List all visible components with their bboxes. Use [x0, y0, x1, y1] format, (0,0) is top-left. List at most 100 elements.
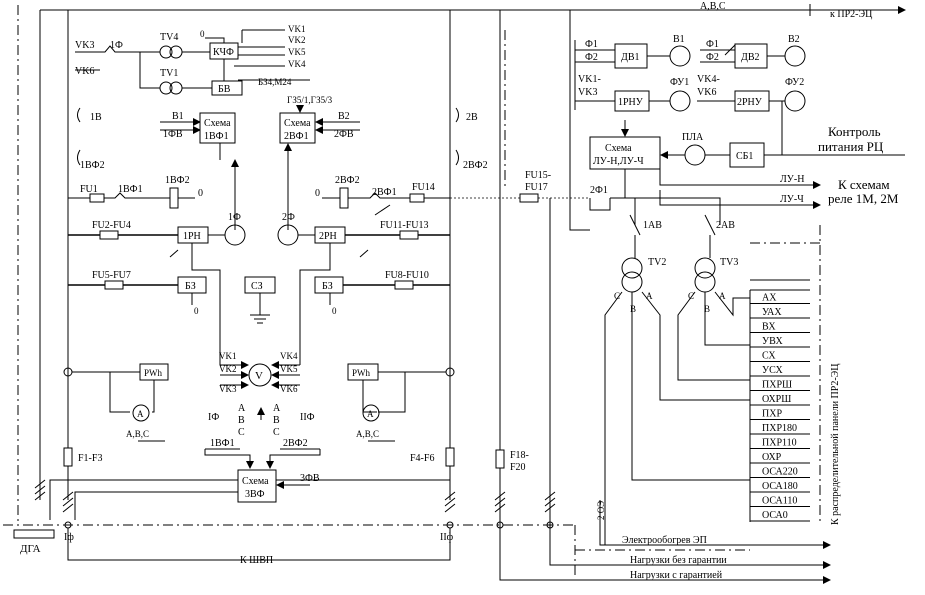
phase1-label: Iф: [64, 532, 74, 543]
b2-label: B: [273, 415, 280, 426]
volt-label: V: [255, 370, 263, 382]
f13-label: F1-F3: [78, 453, 102, 464]
fu8-label: FU8-FU10: [385, 270, 429, 281]
dv1-label: ДВ1: [621, 52, 640, 63]
terminal-label: ВХ: [762, 322, 776, 333]
iif-label: IIФ: [300, 412, 315, 423]
zero-label: 0: [200, 29, 205, 39]
r1vf1-label: 1ВФ1: [118, 184, 143, 195]
scheme-2vf-label: 2ВФ1: [284, 131, 309, 142]
vk4-b: VK4: [280, 351, 298, 361]
tv1-label: TV1: [160, 68, 178, 79]
bus-label: A,B,C: [700, 1, 726, 12]
label-2v: 2В: [466, 112, 478, 123]
v1-label: В1: [172, 111, 184, 122]
b1-r: B: [630, 304, 636, 314]
luch-label: ЛУ-Ч: [780, 194, 804, 205]
one-f-label: 1Ф: [110, 40, 123, 51]
vk5-top: VK5: [288, 47, 306, 57]
bv-box: [211, 80, 243, 96]
c2-label: C: [273, 427, 280, 438]
vk3-r-label: VK3: [578, 87, 597, 98]
kchf-label: КЧФ: [213, 47, 234, 58]
ph1-label: 1Ф: [228, 212, 241, 223]
dv2-box: [734, 43, 768, 69]
label-1v: 1В: [90, 112, 102, 123]
c1-label: C: [238, 427, 245, 438]
dga-box: [13, 529, 55, 539]
f46-label: F4-F6: [410, 453, 434, 464]
z2-label: 0: [315, 188, 320, 199]
dv2-label: ДВ2: [741, 52, 760, 63]
v2-label: В2: [338, 111, 350, 122]
v1fv-label: 1ФВ: [163, 129, 183, 140]
scheme-3vf-box: [237, 469, 277, 503]
bz2-label: БЗ: [322, 281, 333, 292]
terminal-label: ОСА110: [762, 496, 797, 507]
terminal-label: ОХР: [762, 452, 782, 463]
bottom-section: ДГА Iф IIф К ШВП: [13, 521, 454, 566]
r2vf1-label: 2ВФ1: [372, 187, 397, 198]
scheme-3vf-label: 3ВФ: [245, 489, 265, 500]
a2-r: A: [719, 291, 726, 301]
fu2-label: FU2-FU4: [92, 220, 131, 231]
nagr-bez-label: Нагрузки без гарантии: [630, 555, 727, 566]
fv2-label: 2ФВ: [334, 129, 354, 140]
terminals: АХУАХВХУВХСХУСХПХРШОХРШПХРПХР180ПХР110ОХ…: [750, 293, 810, 522]
tv2-label: TV2: [648, 257, 666, 268]
vk1-vk3-label: VK1-: [578, 74, 601, 85]
pwh2-label: PWh: [352, 368, 371, 378]
scheme-lu-title: Схема: [605, 143, 632, 154]
terminal-label: УСХ: [762, 365, 783, 376]
terminal-label: ПХР180: [762, 423, 797, 434]
vk6-r-label: VK6: [697, 87, 716, 98]
vk4-vk6-label: VK4-: [697, 74, 720, 85]
fuses-bottom: F1-F3 F4-F6: [34, 447, 456, 513]
vk2-b: VK2: [219, 364, 237, 374]
dv-blocks: Ф1 Ф2 ДВ1 В1 Ф1 Ф2 ДВ2 В2 VK1- VK3 1РНУ …: [574, 34, 806, 112]
a1-r: A: [646, 291, 653, 301]
fu11-label: FU11-FU13: [380, 220, 429, 231]
label-1vf2: 1ВФ2: [80, 160, 105, 171]
scheme-1vf-label: 1ВФ1: [204, 131, 229, 142]
a1-label: A: [238, 403, 246, 414]
scheme-2vf-title: Схема: [284, 118, 311, 129]
vk3-b: VK3: [219, 384, 237, 394]
abc2-label: A,B,C: [356, 429, 379, 439]
fu17-label: FU17: [525, 182, 548, 193]
sz-label: СЗ: [251, 281, 263, 292]
terminal-label: УВХ: [762, 336, 784, 347]
voltmeter-block: V VK1 VK2 VK3 VK4 VK5 VK6: [219, 351, 300, 394]
scheme-1vf-title: Схема: [204, 118, 231, 129]
z1-label: 0: [198, 188, 203, 199]
abc1-label: A,B,C: [126, 429, 149, 439]
k-skh-label: К схемам: [838, 177, 890, 192]
bz-m-label: БЗ4,М24: [258, 77, 292, 87]
scheme-lu-label: ЛУ-Н,ЛУ-Ч: [593, 156, 644, 167]
vk3-label: VK3: [75, 40, 94, 51]
terminal-label: ОСА220: [762, 467, 798, 478]
row-fu1: FU1 1ВФ1 1ВФ2 0 0 2ВФ2 2ВФ1 FU14 FU15- F…: [68, 170, 590, 216]
schemes-vf: В1 1ФВ Схема 1ВФ1 ГЗ5/1,ГЗ5/3 Схема 2ВФ1…: [160, 95, 360, 230]
av1-label: 1АВ: [643, 220, 662, 231]
svg-text:0: 0: [332, 306, 337, 316]
label-2vf2: 2ВФ2: [463, 160, 488, 171]
pwh1-label: PWh: [144, 368, 163, 378]
r2vf2-label: 2ВФ2: [335, 175, 360, 186]
kontrol-label: Контроль: [828, 124, 881, 139]
vk5-b: VK5: [280, 364, 298, 374]
rnu2-label: 2РНУ: [737, 97, 763, 108]
sb1-label: СБ1: [736, 151, 753, 162]
terminal-strip: [749, 279, 810, 522]
rele-label: реле 1М, 2М: [828, 191, 899, 206]
nagr-s-label: Нагрузки с гарантией: [630, 570, 723, 581]
f2b-label: Ф2: [706, 52, 719, 63]
scheme-1vf-box: [199, 112, 236, 144]
rn2-label: 2РН: [319, 231, 337, 242]
phase2-label: IIф: [440, 532, 454, 543]
bv-label: БВ: [218, 84, 231, 95]
c1-r: C: [614, 291, 620, 301]
vert-2oe: 2 ОЭ: [596, 501, 606, 520]
vk4-top: VK4: [288, 59, 306, 69]
vk2-top: VK2: [288, 35, 306, 45]
